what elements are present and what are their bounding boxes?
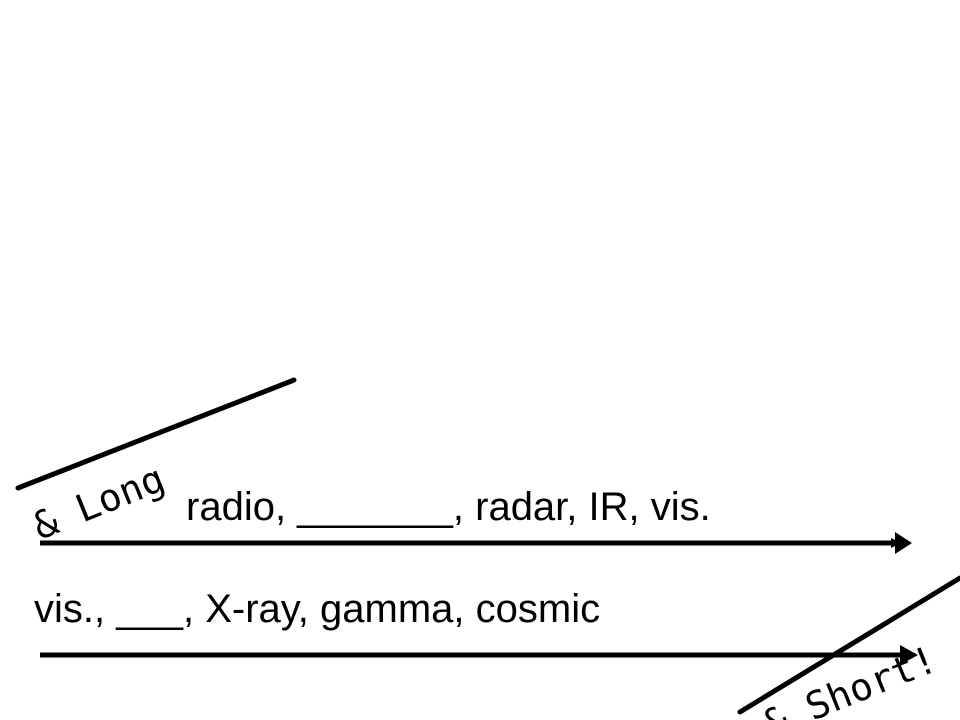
long-wave-sequence: radio, _______, radar, IR, vis.: [186, 485, 711, 529]
short-label: & Short!: [757, 637, 943, 720]
arrow-right-icon: [895, 532, 912, 554]
arrow-right-icon: [900, 645, 918, 665]
short-wave-sequence: vis., ___, X-ray, gamma, cosmic: [34, 587, 600, 631]
short-slash-line: [737, 575, 960, 715]
long-label: & Long: [27, 456, 171, 548]
long-slash-line: [15, 377, 297, 491]
